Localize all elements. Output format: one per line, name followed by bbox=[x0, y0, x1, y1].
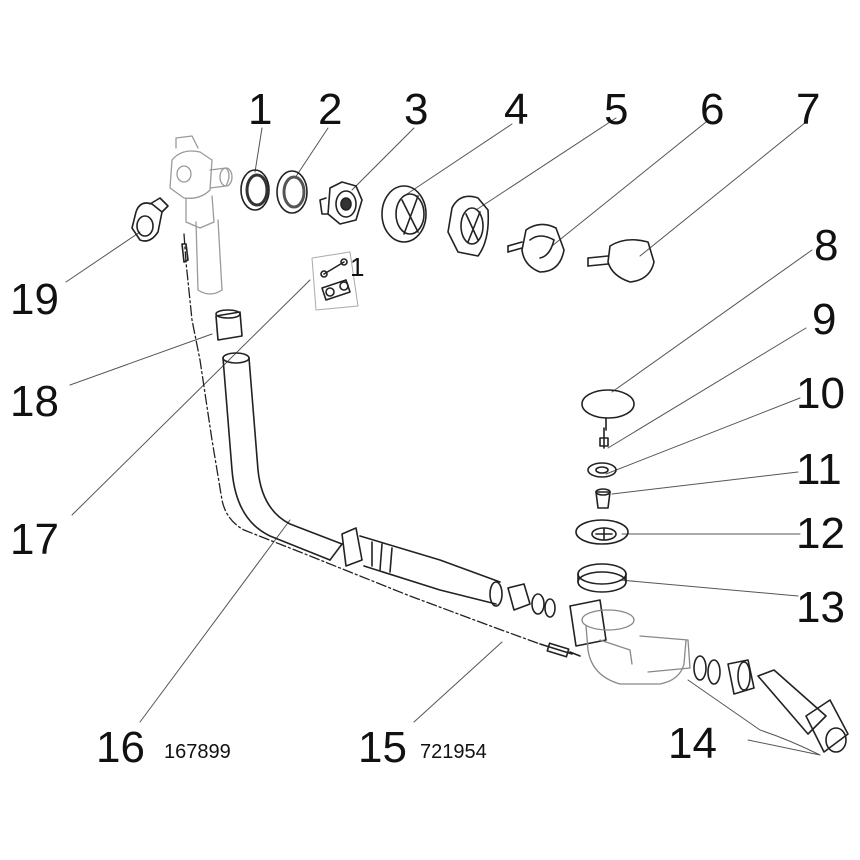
label-10: 10 bbox=[796, 369, 845, 418]
label-11: 11 bbox=[796, 445, 842, 494]
label-15: 15 bbox=[358, 723, 407, 772]
label-19: 19 bbox=[10, 275, 59, 324]
part-1-gasket bbox=[240, 169, 270, 211]
part-9-screw bbox=[599, 427, 609, 449]
label-12: 12 bbox=[796, 509, 845, 558]
part-3-insert bbox=[319, 181, 363, 225]
part-number-15: 721954 bbox=[420, 741, 487, 763]
part-5-escutcheon bbox=[447, 195, 490, 257]
label-8: 8 bbox=[814, 221, 839, 270]
label-6: 6 bbox=[700, 85, 725, 134]
label-2: 2 bbox=[318, 85, 343, 134]
label-5: 5 bbox=[604, 85, 629, 134]
label-3: 3 bbox=[404, 85, 429, 134]
part-11-insert bbox=[595, 488, 611, 509]
label-14: 14 bbox=[668, 719, 717, 768]
part-2-gasket bbox=[276, 170, 308, 214]
bowden-cable bbox=[181, 233, 541, 645]
part-8-disc bbox=[581, 389, 635, 431]
part-6-handle bbox=[507, 223, 565, 273]
part-15-cable-end bbox=[539, 642, 581, 658]
waste-trap-body bbox=[581, 609, 691, 685]
part-12-strainer bbox=[575, 519, 629, 545]
label-7: 7 bbox=[796, 85, 821, 134]
waste-fittings bbox=[507, 583, 607, 647]
label-13: 13 bbox=[796, 583, 845, 632]
label-9: 9 bbox=[812, 295, 837, 344]
part-14-outlet bbox=[693, 655, 849, 753]
label-1: 1 bbox=[248, 85, 273, 134]
part-7-knob bbox=[587, 238, 655, 283]
part-16-pipe bbox=[222, 352, 503, 607]
label-17: 17 bbox=[10, 515, 59, 564]
inset-label-1: 1 bbox=[350, 252, 365, 282]
part-10-washer bbox=[587, 462, 617, 478]
overflow-body bbox=[169, 135, 233, 295]
leader-lines bbox=[65, 117, 821, 756]
label-4: 4 bbox=[504, 85, 529, 134]
label-16: 16 bbox=[96, 723, 145, 772]
part-17-clip-inset bbox=[311, 251, 359, 311]
label-18: 18 bbox=[10, 377, 59, 426]
part-4-ring bbox=[381, 185, 427, 243]
part-19-elbow bbox=[131, 197, 169, 242]
part-number-16: 167899 bbox=[164, 741, 231, 763]
part-13-ring-nut bbox=[577, 563, 627, 593]
part-18-sleeve bbox=[215, 309, 243, 341]
